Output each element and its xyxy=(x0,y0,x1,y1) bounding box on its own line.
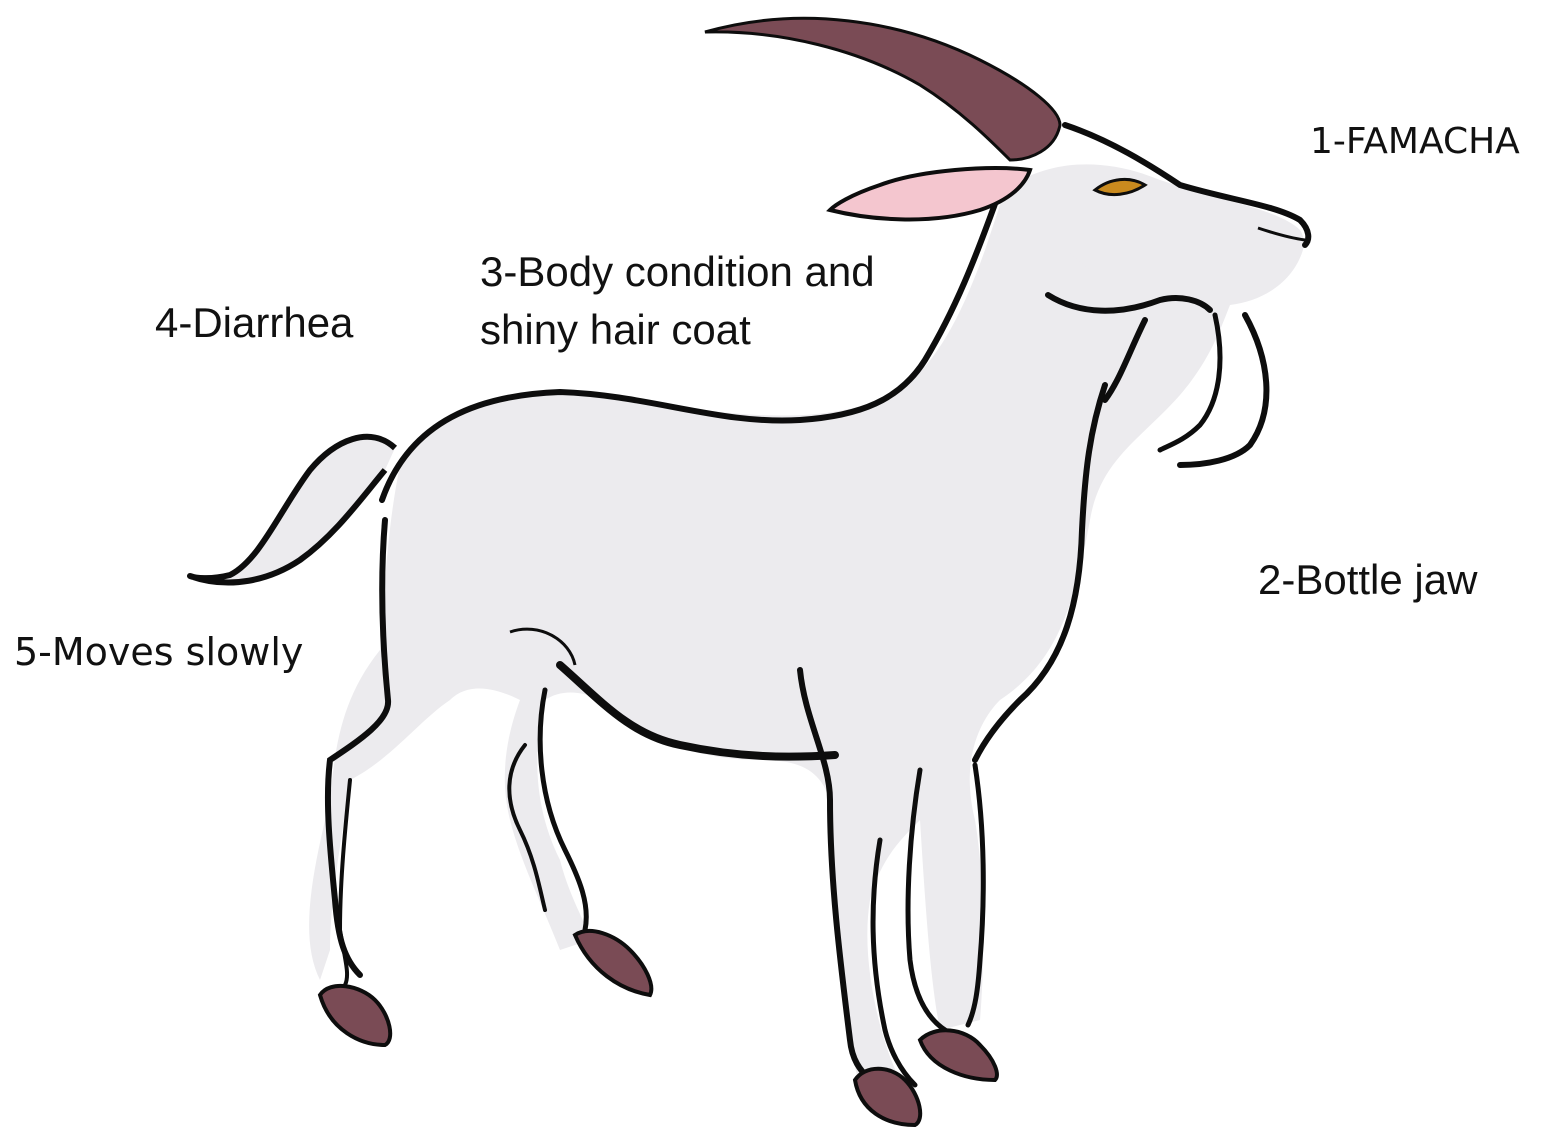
label-body-condition-line1: 3-Body condition and xyxy=(480,243,875,301)
hoof-rear-right xyxy=(575,931,651,995)
label-famacha: 1-FAMACHA xyxy=(1310,120,1520,163)
label-moves-slowly: 5-Moves slowly xyxy=(14,630,303,676)
label-body-condition-line2: shiny hair coat xyxy=(480,301,875,359)
hoof-front-right xyxy=(920,1030,997,1080)
goat-hooves xyxy=(320,931,997,1125)
label-diarrhea: 4-Diarrhea xyxy=(155,298,353,348)
goat-tail xyxy=(190,437,395,583)
hoof-rear-left xyxy=(320,986,390,1045)
label-bottle-jaw: 2-Bottle jaw xyxy=(1258,555,1477,605)
goat-horn xyxy=(705,18,1060,160)
label-body-condition: 3-Body condition and shiny hair coat xyxy=(480,243,875,359)
